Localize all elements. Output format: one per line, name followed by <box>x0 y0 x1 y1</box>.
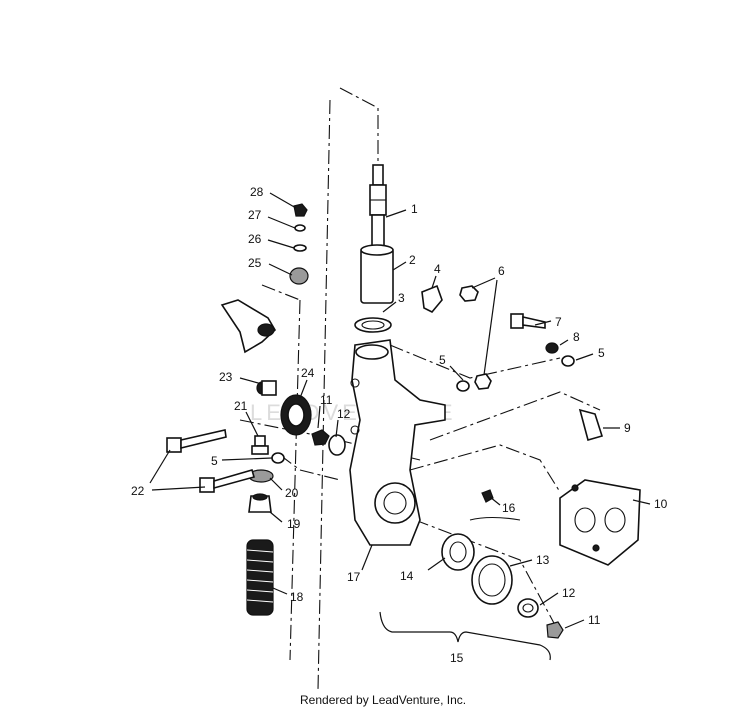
callout-14: 14 <box>400 569 414 583</box>
part-seal-12 <box>328 434 539 618</box>
callout-23: 23 <box>219 370 233 384</box>
callout-20: 20 <box>285 486 299 500</box>
callout-1: 1 <box>411 202 418 216</box>
callout-16: 16 <box>502 501 516 515</box>
part-fitting <box>251 435 269 455</box>
callout-24: 24 <box>301 366 315 380</box>
callout-12-b: 12 <box>562 586 576 600</box>
part-stack-25-28 <box>289 203 309 285</box>
bracket-15 <box>379 611 551 661</box>
callout-6: 6 <box>498 264 505 278</box>
part-washers <box>271 355 575 464</box>
part-spindle-shaft <box>369 164 387 251</box>
part-bushing <box>256 380 277 396</box>
callout-12: 12 <box>337 407 351 421</box>
part-bolt-7 <box>510 313 546 329</box>
part-upper-arm <box>220 299 277 354</box>
callout-19: 19 <box>287 517 301 531</box>
callout-5-c: 5 <box>211 454 218 468</box>
callout-5-b: 5 <box>598 346 605 360</box>
part-small-nut-11 <box>311 429 564 639</box>
part-cup <box>248 493 272 513</box>
part-knuckle <box>349 339 446 546</box>
callout-18: 18 <box>290 590 304 604</box>
callout-15: 15 <box>450 651 464 665</box>
callout-25: 25 <box>248 256 262 270</box>
callout-5: 5 <box>439 353 446 367</box>
callout-22: 22 <box>131 484 145 498</box>
part-bleeder <box>469 489 521 521</box>
part-nut-pair <box>459 285 492 390</box>
callout-9: 9 <box>624 421 631 435</box>
callout-27: 27 <box>248 208 262 222</box>
part-pad <box>578 408 604 441</box>
callout-3: 3 <box>398 291 405 305</box>
leader-lines <box>149 192 651 629</box>
part-bracket <box>421 284 443 313</box>
part-spring <box>246 539 274 616</box>
part-seal-14 <box>441 533 475 571</box>
callout-8: 8 <box>573 330 580 344</box>
callout-11: 11 <box>320 393 333 407</box>
callout-11-b: 11 <box>588 613 601 627</box>
part-bearing-24 <box>280 394 312 436</box>
callout-21: 21 <box>234 399 248 413</box>
callout-28: 28 <box>250 185 264 199</box>
part-sleeve <box>360 244 394 304</box>
callout-2: 2 <box>409 253 416 267</box>
callout-26: 26 <box>248 232 262 246</box>
part-washer-8 <box>545 342 559 354</box>
callout-4: 4 <box>434 262 441 276</box>
callout-17: 17 <box>347 570 361 584</box>
part-bolts-22 <box>166 429 255 493</box>
part-ring <box>354 317 392 333</box>
callout-7: 7 <box>555 315 562 329</box>
part-caliper <box>559 479 641 566</box>
credit-text: Rendered by LeadVenture, Inc. <box>300 693 466 707</box>
part-bearing-race <box>471 555 513 605</box>
callout-13: 13 <box>536 553 550 567</box>
callout-10: 10 <box>654 497 668 511</box>
